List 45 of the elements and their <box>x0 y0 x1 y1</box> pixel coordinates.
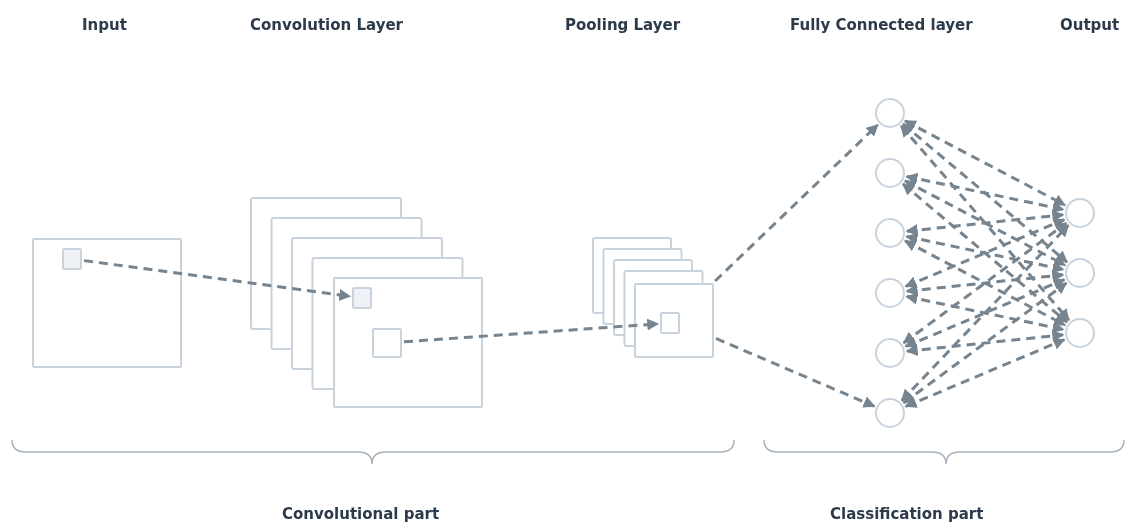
input-image-box <box>32 238 182 368</box>
arrow <box>904 338 1066 408</box>
arrow <box>904 239 1066 327</box>
arrow <box>904 119 1066 207</box>
output-circle <box>1065 258 1095 288</box>
neuron-circle <box>875 218 905 248</box>
arrow <box>905 269 1065 297</box>
arrow <box>899 124 1071 322</box>
feature-map <box>333 277 483 408</box>
column-heading: Convolution Layer <box>250 16 403 34</box>
arrow <box>900 224 1070 402</box>
arrow <box>902 122 1068 264</box>
arrow <box>904 218 1066 288</box>
output-circle <box>1065 318 1095 348</box>
arrow <box>715 337 876 408</box>
output-circle <box>1065 198 1095 228</box>
arrow <box>714 123 879 283</box>
arrow <box>905 172 1065 214</box>
column-heading: Input <box>82 16 127 34</box>
patch-square <box>62 248 82 270</box>
column-heading: Pooling Layer <box>565 16 681 34</box>
arrow <box>83 259 352 301</box>
arrow <box>403 318 660 344</box>
arrow <box>902 221 1068 345</box>
arrow <box>904 179 1066 267</box>
patch-square <box>352 287 372 309</box>
part-label: Classification part <box>830 505 984 523</box>
arrow <box>905 232 1065 274</box>
neuron-circle <box>875 338 905 368</box>
feature-map <box>634 283 714 358</box>
neuron-circle <box>875 158 905 188</box>
column-heading: Output <box>1060 16 1120 34</box>
neuron-circle <box>875 278 905 308</box>
arrow <box>902 281 1068 405</box>
patch-square <box>660 312 680 334</box>
arrow <box>905 292 1065 334</box>
arrow <box>902 182 1068 324</box>
neuron-circle <box>875 98 905 128</box>
neuron-circle <box>875 398 905 428</box>
arrow <box>904 278 1066 348</box>
arrow <box>905 329 1065 357</box>
column-heading: Fully Connected layer <box>790 16 973 34</box>
arrow <box>905 209 1065 237</box>
part-label: Convolutional part <box>282 505 440 523</box>
patch-square <box>372 328 402 358</box>
